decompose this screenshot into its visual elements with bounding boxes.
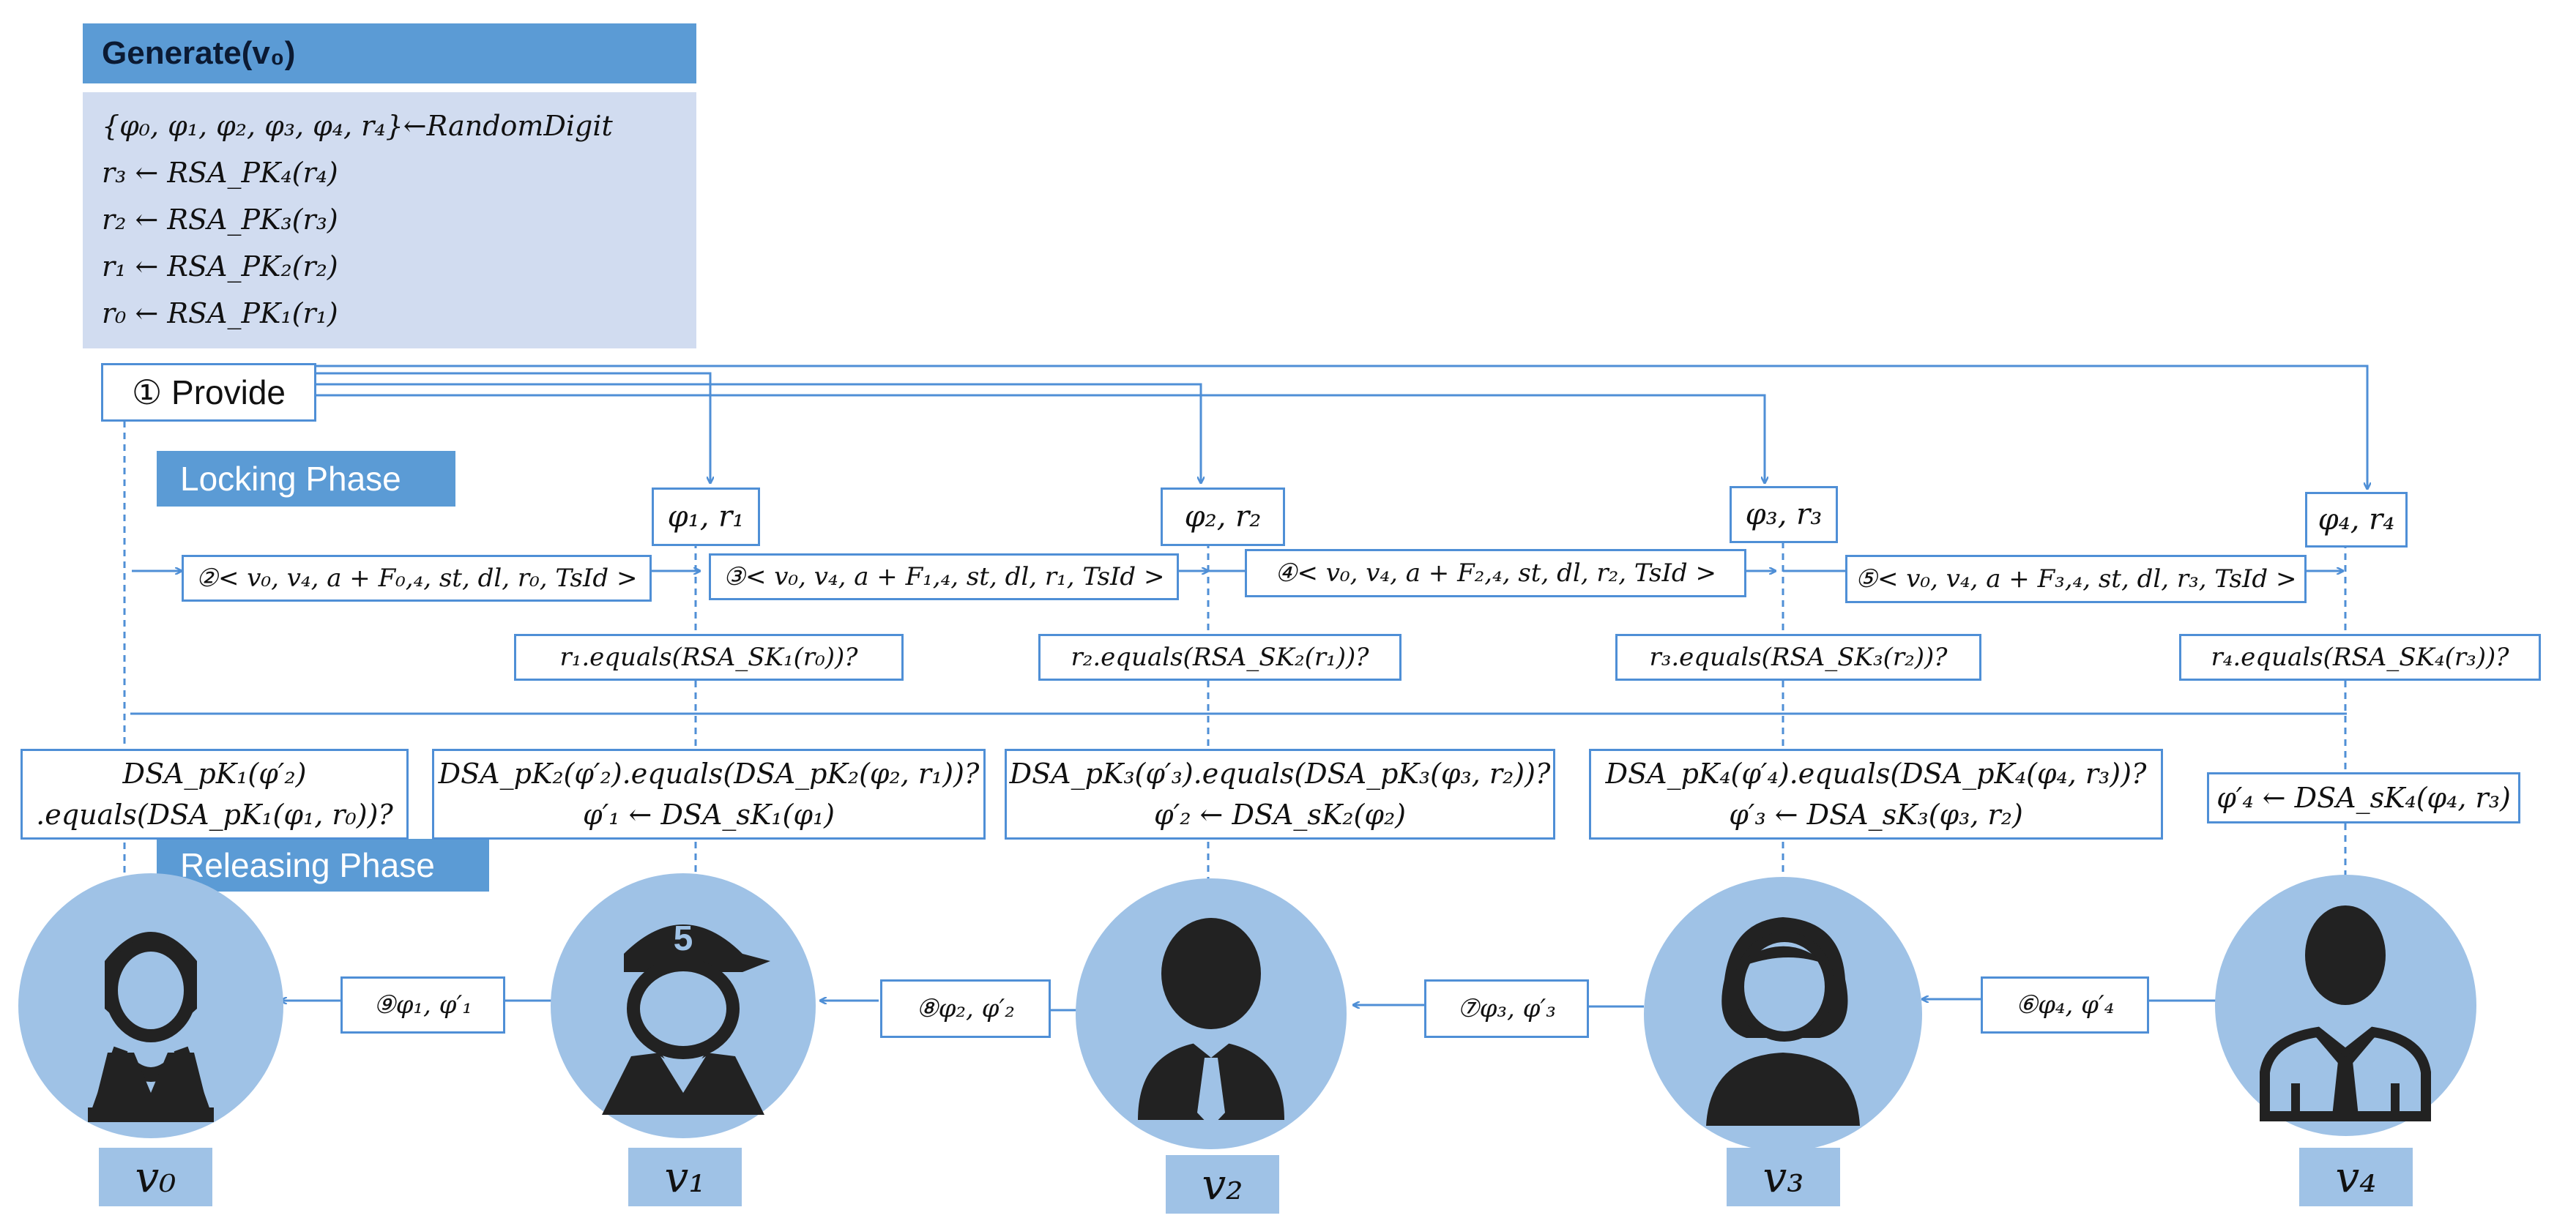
verify-line: DSA_pK₄(φ′₄).equals(DSA_pK₄(φ₄, r₃))? (1605, 758, 2147, 790)
user-icon (1706, 917, 1860, 1126)
check-box-v2: r₂.equals(RSA_SK₂(r₁))? (1038, 634, 1401, 681)
verify-box-v3: DSA_pK₄(φ′₄).equals(DSA_pK₄(φ₄, r₃))? φ′… (1589, 749, 2163, 840)
provide-arrow-2 (315, 383, 1201, 483)
lock-message-3: ③< v₀, v₄, a + F₁,₄, st, dl, r₁, TsId > (709, 553, 1179, 600)
generate-line: r₁ ← RSA_PK₂(r₂) (102, 250, 338, 283)
secret-box-v1: φ₁, r₁ (652, 488, 760, 546)
release-message-7: ⑦φ₃, φ′₃ (1424, 979, 1589, 1038)
verify-line: DSA_pK₃(φ′₃).equals(DSA_pK₃(φ₃, r₂))? (1009, 758, 1551, 790)
svg-text:5: 5 (674, 919, 693, 958)
verify-line: φ′₃ ← DSA_sK₃(φ₃, r₂) (1729, 799, 2023, 831)
check-box-v4: r₄.equals(RSA_SK₄(r₃))? (2179, 634, 2541, 681)
businessman-icon (1138, 918, 1284, 1127)
check-box-v3: r₃.equals(RSA_SK₃(r₂))? (1615, 634, 1981, 681)
generate-title: Generate(v₀) (83, 23, 696, 83)
lock-message-5: ⑤< v₀, v₄, a + F₃,₄, st, dl, r₃, TsId > (1845, 555, 2307, 603)
verify-box-v2: DSA_pK₃(φ′₃).equals(DSA_pK₃(φ₃, r₂))? φ′… (1005, 749, 1555, 840)
verify-box-v0: DSA_pK₁(φ′₂) .equals(DSA_pK₁(φ₁, r₀))? (21, 749, 409, 840)
generate-line: r₂ ← RSA_PK₃(r₃) (102, 203, 338, 236)
woman-icon (88, 932, 214, 1122)
secret-box-v4: φ₄, r₄ (2305, 492, 2408, 548)
vehicle-label-v4: v₄ (2299, 1148, 2413, 1206)
verify-line: φ′₂ ← DSA_sK₂(φ₂) (1153, 799, 1407, 831)
generate-line: r₀ ← RSA_PK₁(r₁) (102, 297, 338, 329)
verify-box-v1: DSA_pK₂(φ′₂).equals(DSA_pK₂(φ₂, r₁))? φ′… (432, 749, 986, 840)
provide-box: ① Provide (101, 363, 316, 422)
generate-line: {φ₀, φ₁, φ₂, φ₃, φ₄, r₄}←RandomDigit (102, 110, 613, 142)
secret-box-v2: φ₂, r₂ (1161, 488, 1285, 546)
release-message-9: ⑨φ₁, φ′₁ (340, 976, 505, 1034)
release-message-8: ⑧φ₂, φ′₂ (880, 979, 1051, 1038)
generate-line: r₃ ← RSA_PK₄(r₄) (102, 157, 338, 189)
releasing-phase-label: Releasing Phase (157, 839, 489, 892)
verify-line: φ′₁ ← DSA_sK₁(φ₁) (582, 799, 835, 831)
verify-line: φ′₄ ← DSA_sK₄(φ₄, r₃) (2216, 782, 2511, 814)
vehicle-label-v1: v₁ (628, 1148, 742, 1206)
locking-phase-label: Locking Phase (157, 451, 455, 507)
lock-message-4: ④< v₀, v₄, a + F₂,₄, st, dl, r₂, TsId > (1245, 549, 1746, 597)
verify-line: DSA_pK₁(φ′₂) (122, 758, 307, 790)
check-box-v1: r₁.equals(RSA_SK₁(r₀))? (514, 634, 904, 681)
provide-arrow-1 (315, 372, 710, 483)
vehicle-label-v3: v₃ (1727, 1148, 1840, 1206)
lock-message-2: ②< v₀, v₄, a + F₀,₄, st, dl, r₀, TsId > (182, 555, 652, 602)
release-message-6: ⑥φ₄, φ′₄ (1981, 976, 2149, 1034)
man-shirt-icon (2260, 905, 2431, 1121)
vehicle-label-v2: v₂ (1166, 1155, 1279, 1214)
vehicle-label-v0: v₀ (99, 1148, 212, 1206)
verify-box-v4: φ′₄ ← DSA_sK₄(φ₄, r₃) (2207, 772, 2520, 823)
verify-line: DSA_pK₂(φ′₂).equals(DSA_pK₂(φ₂, r₁))? (438, 758, 980, 790)
secret-box-v3: φ₃, r₃ (1730, 486, 1838, 543)
verify-line: .equals(DSA_pK₁(φ₁, r₀))? (36, 799, 393, 831)
cap-boy-icon: 5 (602, 919, 770, 1115)
provide-arrow-4 (315, 365, 2367, 489)
provide-arrow-3 (315, 394, 1765, 483)
provide-label: ① Provide (132, 373, 286, 411)
generate-steps: {φ₀, φ₁, φ₂, φ₃, φ₄, r₄}←RandomDigit r₃ … (83, 92, 696, 348)
